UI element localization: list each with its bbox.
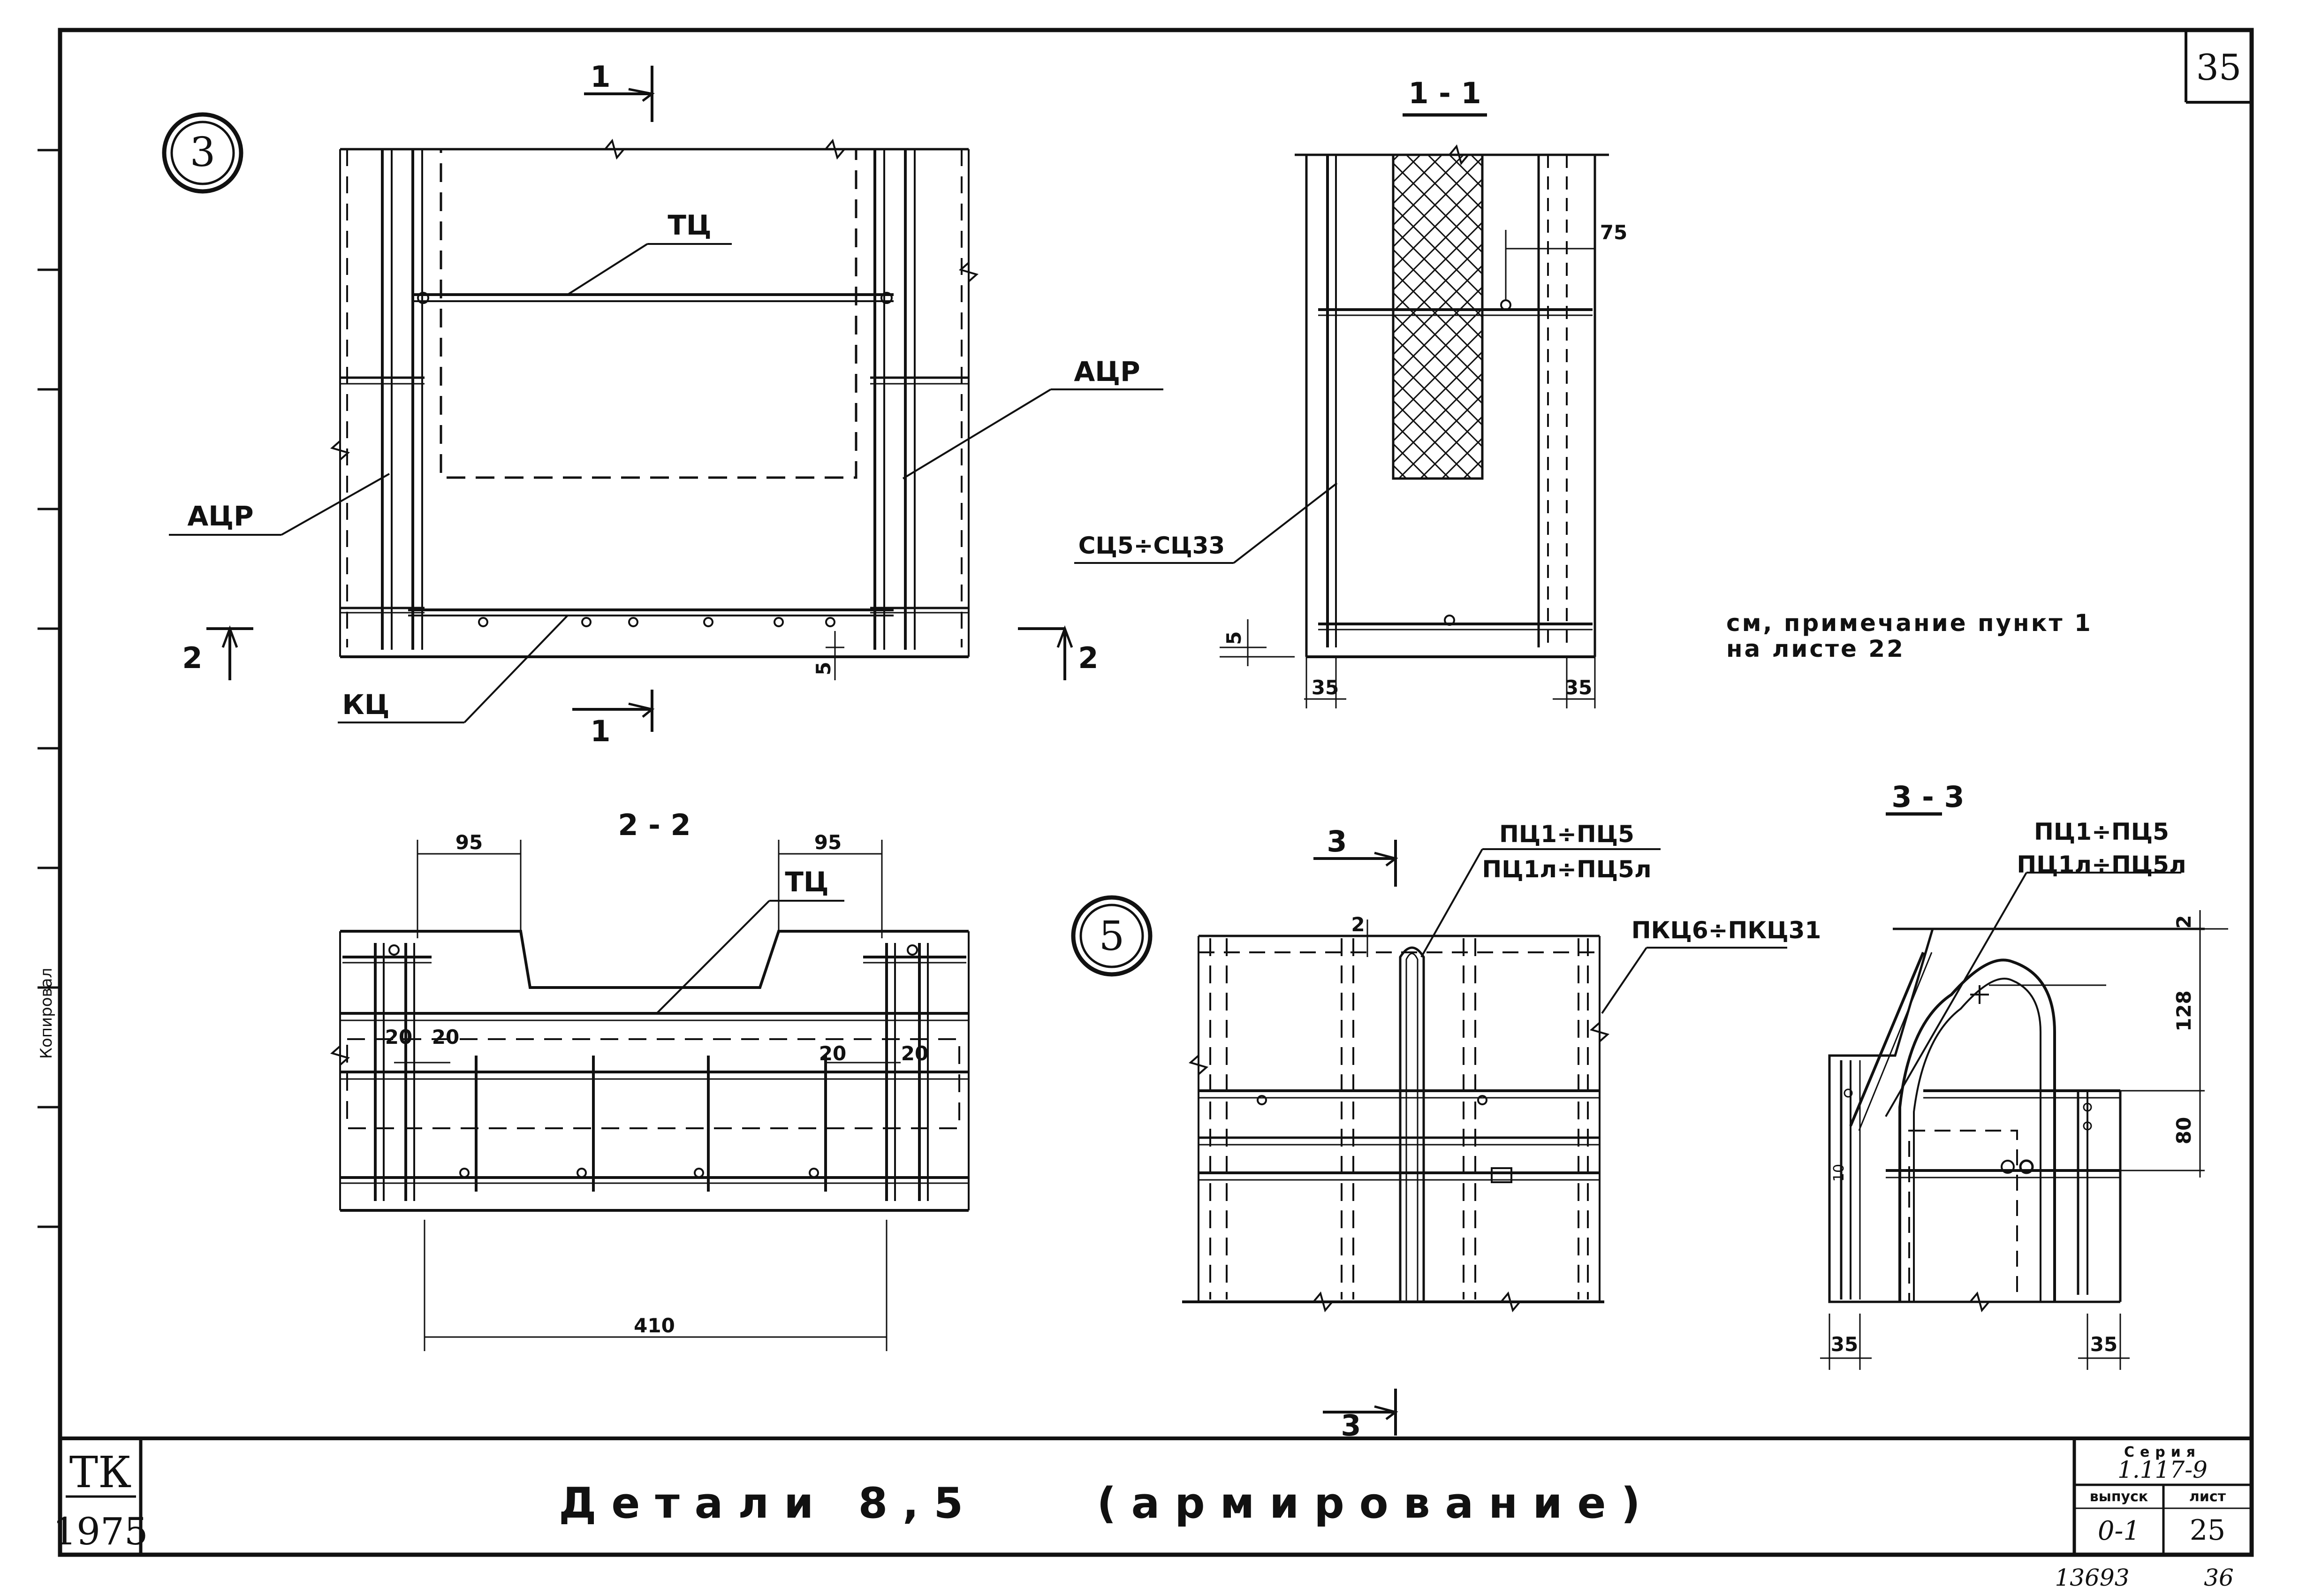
svg-text:20: 20	[432, 1026, 459, 1049]
svg-text:75: 75	[1600, 221, 1627, 244]
svg-text:35: 35	[1831, 1333, 1858, 1356]
svg-text:20: 20	[819, 1042, 846, 1065]
svg-text:2 - 2: 2 - 2	[618, 808, 690, 842]
svg-text:2: 2	[2172, 915, 2195, 928]
title-block: Серия 1.117-9 выпуск 0-1 лист 25	[2090, 1444, 2226, 1547]
detail3-drawing	[169, 66, 1163, 732]
detail5-drawing	[1182, 840, 1787, 1436]
svg-text:25: 25	[2190, 1514, 2225, 1547]
svg-text:КЦ: КЦ	[342, 689, 389, 721]
detail5-marker: 5	[1071, 895, 1153, 977]
svg-text:ПЦ1л÷ПЦ5л: ПЦ1л÷ПЦ5л	[2017, 851, 2186, 878]
sheet-number: 35	[2196, 46, 2242, 88]
svg-text:3: 3	[1341, 1408, 1361, 1443]
svg-text:ТК: ТК	[69, 1447, 132, 1497]
svg-text:1.117-9: 1.117-9	[2117, 1456, 2208, 1483]
svg-text:1 - 1: 1 - 1	[1408, 76, 1481, 110]
svg-text:3: 3	[1327, 824, 1347, 859]
svg-text:ТЦ: ТЦ	[785, 866, 828, 898]
svg-text:5: 5	[1222, 631, 1245, 645]
svg-text:2: 2	[1078, 641, 1098, 675]
svg-text:5: 5	[1099, 913, 1125, 960]
svg-text:ПЦ1÷ПЦ5: ПЦ1÷ПЦ5	[1499, 821, 1634, 848]
svg-text:ПЦ1÷ПЦ5: ПЦ1÷ПЦ5	[2034, 818, 2169, 845]
svg-text:АЦР: АЦР	[187, 500, 253, 532]
svg-text:5: 5	[812, 661, 835, 675]
svg-text:0-1: 0-1	[2098, 1516, 2140, 1546]
svg-text:АЦР: АЦР	[1074, 356, 1140, 388]
sheet-frame	[58, 28, 2254, 1557]
svg-text:лист: лист	[2189, 1489, 2226, 1505]
section-1-1-drawing	[1074, 113, 1609, 708]
svg-text:выпуск: выпуск	[2090, 1489, 2148, 1505]
svg-text:95: 95	[455, 831, 483, 854]
svg-text:2: 2	[1351, 913, 1365, 936]
svg-text:ТЦ: ТЦ	[668, 209, 711, 241]
svg-text:13693: 13693	[2055, 1564, 2129, 1591]
section-1-1-labels: 1 - 1 СЦ5÷СЦ33 75 5 35 35	[1078, 76, 1627, 699]
section-3-3-drawing	[1820, 812, 2228, 1370]
detail5-labels: 3 3 ПЦ1÷ПЦ5 ПЦ1л÷ПЦ5л ПКЦ6÷ПКЦ31 2	[1327, 821, 1821, 1443]
svg-text:на листе 22: на листе 22	[1726, 635, 1905, 662]
svg-text:35: 35	[1565, 676, 1592, 699]
svg-text:35: 35	[2090, 1333, 2117, 1356]
svg-text:20: 20	[385, 1026, 412, 1049]
svg-text:35: 35	[1312, 676, 1339, 699]
svg-text:1: 1	[590, 60, 610, 94]
svg-text:Серия: Серия	[2124, 1444, 2201, 1460]
svg-text:2: 2	[182, 641, 202, 675]
svg-text:3: 3	[190, 129, 216, 176]
drawing-title: Детали 8,5 (армирование)	[559, 1479, 1655, 1528]
svg-text:410: 410	[634, 1314, 675, 1337]
svg-text:1: 1	[590, 714, 610, 748]
svg-text:95: 95	[814, 831, 842, 854]
section-2-2-labels: 2 - 2 ТЦ 95 95 20 20 20 20 410	[385, 808, 928, 1337]
detail3-labels: ТЦ АЦР АЦР КЦ 1 1 2 2 5	[182, 60, 1140, 748]
svg-text:10: 10	[1831, 1164, 1847, 1182]
svg-text:ПКЦ6÷ПКЦ31: ПКЦ6÷ПКЦ31	[1631, 917, 1821, 944]
margin-ticks	[38, 149, 60, 1228]
svg-text:см, примечание пункт 1: см, примечание пункт 1	[1726, 609, 2093, 637]
footer-numbers: 13693 36	[2055, 1564, 2233, 1591]
svg-text:80: 80	[2172, 1117, 2195, 1144]
svg-text:128: 128	[2172, 990, 2195, 1032]
svg-text:ПЦ1л÷ПЦ5л: ПЦ1л÷ПЦ5л	[1482, 856, 1651, 883]
svg-text:3 - 3: 3 - 3	[1891, 780, 1964, 814]
section-3-3-labels: 3 - 3 ПЦ1÷ПЦ5 ПЦ1л÷ПЦ5л 2 128 80 35 35 1…	[1831, 780, 2195, 1356]
detail3-marker: 3	[162, 112, 243, 194]
stamp-tk: ТК 1975	[53, 1447, 148, 1553]
svg-text:20: 20	[901, 1042, 928, 1065]
section-2-2-drawing	[330, 840, 970, 1351]
note: см, примечание пункт 1 на листе 22	[1726, 609, 2093, 662]
svg-text:36: 36	[2204, 1564, 2234, 1591]
svg-text:1975: 1975	[53, 1510, 148, 1553]
side-text: Копировал	[37, 968, 56, 1059]
svg-text:СЦ5÷СЦ33: СЦ5÷СЦ33	[1078, 532, 1225, 559]
